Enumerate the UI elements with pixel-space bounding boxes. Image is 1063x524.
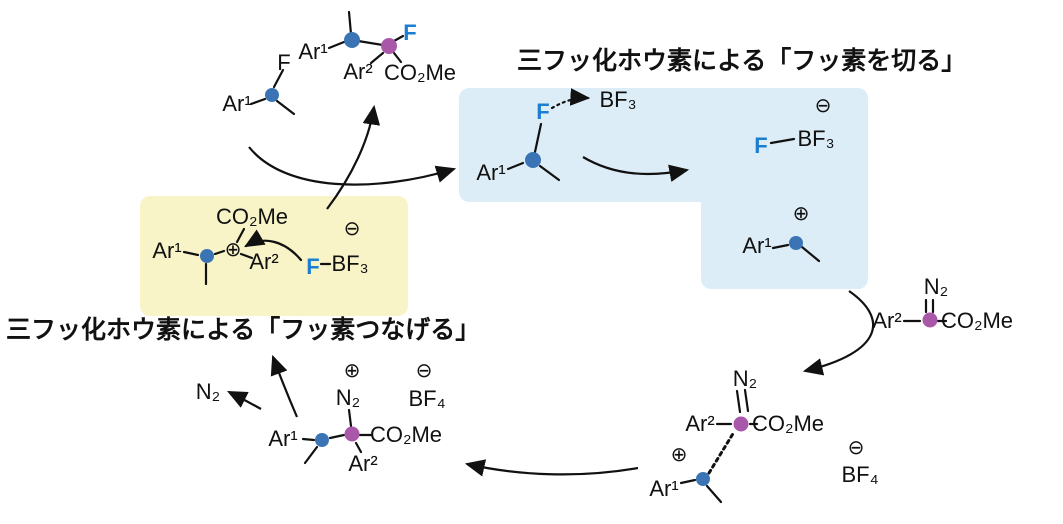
carbon-dot-blue	[525, 152, 541, 168]
diazonium-ar1-label: Ar¹	[268, 426, 298, 451]
ion-pair-f-label: F	[754, 133, 768, 158]
bf3-complex-bf3-label: BF₃	[599, 87, 637, 112]
carbon-dot-blue	[200, 249, 214, 263]
ion-pair-bonds	[769, 137, 821, 263]
product-bonds	[327, 10, 405, 65]
benzylic-fluoride-f-label: F	[277, 50, 291, 75]
ion-pair-plus-charge: ⊕	[792, 203, 810, 225]
fluorination-plus-charge: ⊕	[224, 239, 242, 261]
fluorination-f-label: F	[306, 254, 320, 279]
diazonium-minus-charge: ⊖	[415, 360, 433, 382]
highlight-cleave-region	[459, 88, 868, 289]
arrow-diazonium-to-fluorination	[270, 354, 299, 418]
ion-pair-bf3-label: BF₃	[797, 126, 835, 151]
diazo-ester-ar2-label: Ar²	[872, 308, 902, 333]
arrow-n2-release	[227, 391, 262, 410]
product-ar2-label: Ar²	[343, 59, 373, 84]
adduct-ar1-label: Ar¹	[649, 476, 679, 501]
adduct-ester-label: CO₂Me	[751, 411, 825, 436]
ion-pair-ar1-label: Ar¹	[742, 233, 772, 258]
fluorination-ester-label: CO₂Me	[215, 204, 289, 229]
caption-fluorine-connect: 三フッ化ホウ素による「フッ素つなげる」	[6, 316, 481, 344]
fluorination-minus-charge: ⊖	[343, 218, 361, 240]
diazo-ester-n2-label: N₂	[923, 274, 949, 299]
carbon-dot-purple	[381, 38, 397, 54]
bf3-complex-bonds	[506, 88, 591, 182]
adduct-n2-label: N₂	[732, 366, 758, 391]
benzylic-fluoride-ar1-label: Ar¹	[222, 91, 252, 116]
product-f-label: F	[403, 20, 417, 45]
bf3-complex-ar1-label: Ar¹	[476, 160, 506, 185]
carbon-dot-blue	[789, 236, 803, 250]
arrow-complex-to-ionpair	[582, 156, 690, 182]
carbon-dot-blue	[315, 433, 329, 447]
adduct-plus-charge: ⊕	[670, 444, 688, 466]
benzylic-fluoride-bonds	[249, 68, 296, 116]
fluoride-attack-curved-arrow	[244, 229, 303, 262]
carbon-dot-blue	[344, 32, 360, 48]
diazonium-ar2-label: Ar²	[348, 451, 378, 476]
highlight-connect-region	[140, 196, 408, 316]
arrow-to-product	[326, 104, 381, 210]
carbon-dot-purple	[344, 426, 360, 442]
forming-bond-hashed	[707, 430, 736, 475]
released-n2-label: N₂	[195, 379, 221, 404]
carbon-dot-blue	[696, 472, 710, 486]
fluorination-ar2-label: Ar²	[249, 249, 279, 274]
f-to-boron-dative-arrow	[550, 88, 591, 110]
carbon-dot-purple	[922, 312, 938, 328]
diazonium-bonds	[301, 408, 374, 465]
diazonium-n2-label: N₂	[335, 385, 361, 410]
bf3-complex-f-label: F	[536, 99, 550, 124]
caption-fluorine-cleave: 三フッ化ホウ素による「フッ素を切る」	[517, 47, 967, 75]
reaction-arrows	[227, 104, 875, 477]
adduct-ar2-label: Ar²	[685, 411, 715, 436]
diazo-ester-bonds	[902, 298, 948, 323]
diazonium-plus-charge: ⊕	[343, 360, 361, 382]
diazonium-bf4-label: BF₄	[408, 386, 446, 411]
adduct-minus-charge: ⊖	[847, 437, 865, 459]
arrow-cation-to-adduct	[802, 290, 875, 376]
carbon-dot-purple	[733, 416, 749, 432]
fluorination-bonds	[182, 227, 332, 286]
arrow-adduct-to-diazonium	[464, 459, 639, 477]
carbon-dot-blue	[265, 88, 279, 102]
ion-pair-minus-charge: ⊖	[814, 95, 832, 117]
diazo-ester-ester-label: CO₂Me	[940, 308, 1014, 333]
product-ar1-label: Ar¹	[298, 39, 328, 64]
product-ester-label: CO₂Me	[383, 60, 457, 85]
adduct-bonds	[679, 388, 759, 504]
fluorination-ar1-label: Ar¹	[152, 238, 182, 263]
adduct-bf4-label: BF₄	[841, 462, 879, 487]
carbon-dots	[200, 32, 938, 486]
arrow-substrate-to-cleave	[248, 146, 457, 186]
diazonium-ester-label: CO₂Me	[369, 422, 443, 447]
fluorination-bf3-label: BF₃	[331, 251, 369, 276]
